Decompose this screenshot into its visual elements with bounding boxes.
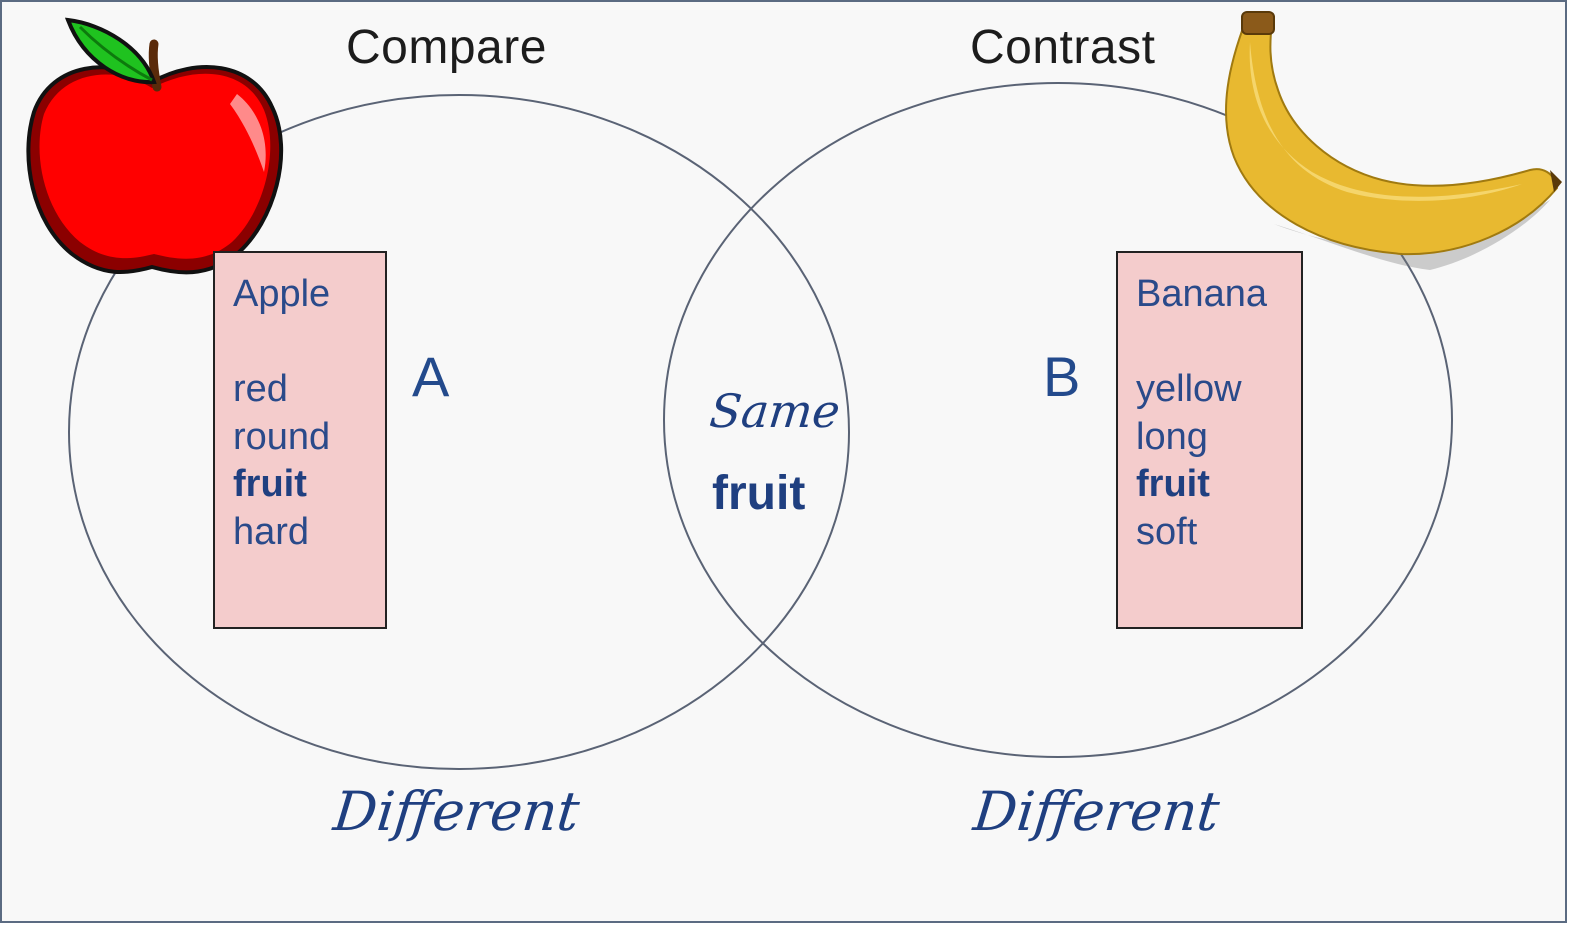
set-a-letter: A — [412, 345, 450, 408]
circle-b — [663, 82, 1453, 758]
apple-trait: hard — [233, 510, 310, 553]
apple-traits-box: Apple red round fruit hard — [213, 251, 387, 629]
banana-title: Banana — [1136, 273, 1268, 315]
banana-trait-shared: fruit — [1136, 463, 1210, 505]
overlap-label: Same — [707, 384, 843, 438]
apple-trait: round — [233, 415, 331, 458]
set-b-letter: B — [1043, 345, 1081, 408]
banana-trait: soft — [1136, 510, 1198, 553]
banana-trait: long — [1136, 415, 1208, 458]
circle-a — [68, 94, 850, 770]
apple-icon — [26, 17, 284, 275]
contrast-heading: Contrast — [970, 21, 1156, 74]
venn-diagram-slide: Compare Contrast Apple red round fruit h… — [0, 0, 1567, 923]
apple-trait-shared: fruit — [233, 463, 307, 505]
apple-trait: red — [233, 368, 288, 410]
venn-diagram — [26, 11, 1562, 770]
compare-heading: Compare — [346, 21, 547, 74]
different-label-left: Different — [330, 780, 583, 843]
banana-icon — [1225, 11, 1562, 270]
banana-traits-box: Banana yellow long fruit soft — [1116, 251, 1303, 629]
different-label-right: Different — [970, 780, 1223, 843]
apple-title: Apple — [233, 273, 331, 315]
banana-trait: yellow — [1136, 368, 1242, 410]
overlap-shared-trait: fruit — [712, 467, 806, 520]
